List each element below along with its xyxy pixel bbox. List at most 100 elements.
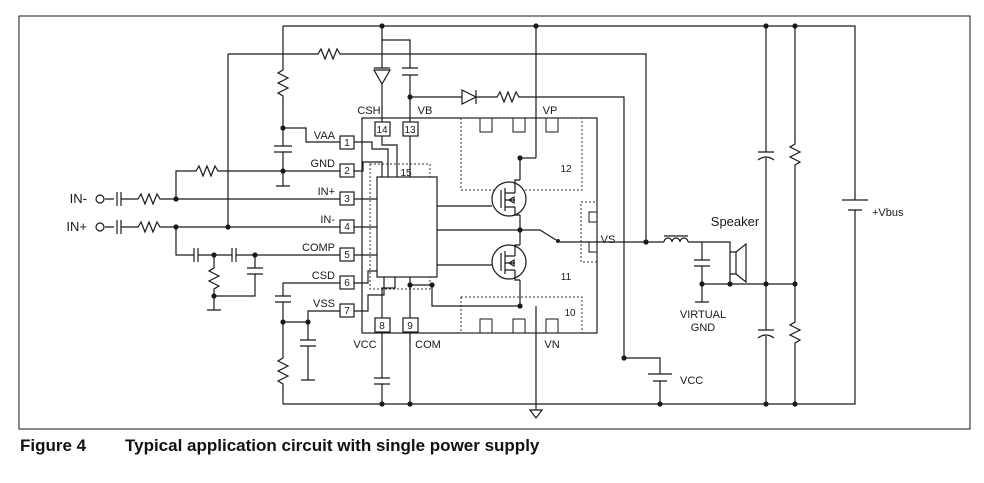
vcc-decoupling-cap — [374, 332, 390, 404]
top-pins: 14 13 CSH VB VP 15 — [357, 105, 557, 179]
pin-label-vb: VB — [418, 105, 433, 117]
pin-label-gnd: GND — [311, 158, 336, 170]
pin-num-8: 8 — [379, 321, 385, 332]
pin-label-com: COM — [415, 339, 441, 351]
figure-frame — [18, 15, 971, 430]
junction-vcc-supply — [621, 355, 627, 361]
pin-label-csd: CSD — [312, 270, 335, 282]
bootstrap-diode-csh — [372, 26, 392, 122]
exposed-pad — [369, 163, 431, 290]
pin-num-4: 4 — [344, 222, 350, 233]
vs-pad-block — [580, 201, 598, 263]
junction-speaker — [727, 281, 733, 287]
pin-label-vp: VP — [543, 105, 558, 117]
pin-label-vn: VN — [544, 339, 559, 351]
switch-contact — [556, 239, 560, 243]
bus-split-capacitors — [757, 26, 775, 404]
vcc-supply-label: VCC — [680, 375, 703, 387]
vaa-decoupling-cap — [274, 128, 292, 171]
speaker-label: Speaker — [711, 214, 760, 229]
vbus-label: +Vbus — [872, 207, 904, 219]
figure-title: Typical application circuit with single … — [125, 436, 540, 455]
internal-vaa-trace — [354, 141, 389, 177]
pin-num-14: 14 — [376, 125, 388, 136]
pin-label-comp: COMP — [302, 242, 335, 254]
csd-capacitor — [275, 282, 340, 322]
vp-pad-notches — [479, 118, 559, 133]
vaa-trace — [283, 127, 340, 143]
pin-num-7: 7 — [344, 306, 350, 317]
pin-label-vaa: VAA — [314, 130, 336, 142]
controller-block — [376, 176, 438, 278]
gnd-symbol-comp — [207, 296, 221, 311]
in-minus-network — [105, 164, 340, 206]
gate-drive-traces — [437, 205, 492, 266]
pin-label-csh: CSH — [357, 105, 380, 117]
high-side-mosfet — [491, 155, 527, 217]
virtual-gnd-label-line2: GND — [691, 322, 716, 334]
comp-capacitor — [214, 255, 263, 297]
junction-feedback — [225, 224, 231, 230]
in-plus-label: IN+ — [66, 219, 87, 234]
pin-num-6: 6 — [344, 278, 350, 289]
in-minus-terminal — [95, 194, 105, 204]
vss-trace — [283, 310, 340, 323]
pin-num-1: 1 — [344, 138, 350, 149]
vn-pad-notches — [479, 318, 559, 333]
pin-num-9: 9 — [407, 321, 413, 332]
comp-resistor — [207, 255, 221, 296]
output-inductor — [597, 235, 702, 243]
pin-label-vcc: VCC — [353, 339, 376, 351]
internal-input-traces — [354, 198, 377, 256]
internal-csh-vb-traces — [381, 136, 411, 177]
in-minus-label: IN- — [70, 191, 87, 206]
vn-pad-block — [460, 296, 583, 334]
pin-label-vs: VS — [601, 234, 616, 246]
in-plus-terminal — [95, 222, 105, 232]
figure-number: Figure 4 — [20, 436, 87, 455]
virtual-gnd-symbol — [695, 284, 709, 303]
output-filter-cap — [694, 241, 731, 285]
virtual-gnd-label-line1: VIRTUAL — [680, 309, 726, 321]
pin-num-12: 12 — [560, 164, 572, 175]
top-supply-rail — [283, 25, 856, 200]
vaa-bias-resistor — [276, 26, 290, 128]
pin-label-in-minus: IN- — [320, 214, 335, 226]
internal-csd-vss-traces — [354, 270, 385, 312]
pin-num-2: 2 — [344, 166, 350, 177]
junction-com-pin — [407, 282, 413, 288]
gnd-symbol-vaa — [276, 171, 290, 187]
low-side-mosfet — [491, 244, 527, 281]
vcc-battery — [624, 357, 672, 404]
pin-num-11: 11 — [561, 272, 572, 283]
junction-com-internal — [429, 282, 435, 288]
bus-split-resistors — [788, 26, 802, 404]
pin-num-15: 15 — [400, 168, 412, 179]
internal-com-bus — [410, 284, 520, 307]
junction-vs-node — [517, 227, 523, 233]
bootstrap-charge-path — [410, 89, 625, 358]
pin-num-5: 5 — [344, 250, 350, 261]
pin-num-3: 3 — [344, 194, 350, 205]
vn-ground — [528, 306, 544, 419]
left-pins: 1 2 3 4 5 6 7 VAA GND IN+ IN- COMP CSD V… — [302, 130, 355, 318]
bottom-pins: 8 9 VCC COM VN — [353, 317, 560, 351]
vs-sense-and-switch — [437, 229, 597, 243]
figure-caption: Figure 4 Typical application circuit with… — [20, 436, 539, 456]
speaker-symbol — [730, 242, 747, 284]
bottom-supply-rail — [283, 222, 856, 405]
bootstrap-capacitor — [382, 39, 418, 122]
pin-num-13: 13 — [404, 125, 416, 136]
pin-label-in-plus: IN+ — [318, 186, 335, 198]
vss-bias-resistor — [276, 322, 290, 404]
junction-output-feedback — [643, 239, 649, 245]
feedback-resistor-path — [228, 47, 647, 242]
vss-decoupling-cap — [300, 322, 316, 381]
pin-label-vss: VSS — [313, 298, 335, 310]
vbus-battery — [842, 199, 868, 222]
internal-gnd-trace — [354, 161, 383, 177]
junction-vn-node — [517, 303, 523, 309]
pin-num-10: 10 — [564, 308, 576, 319]
in-plus-network — [105, 220, 340, 234]
